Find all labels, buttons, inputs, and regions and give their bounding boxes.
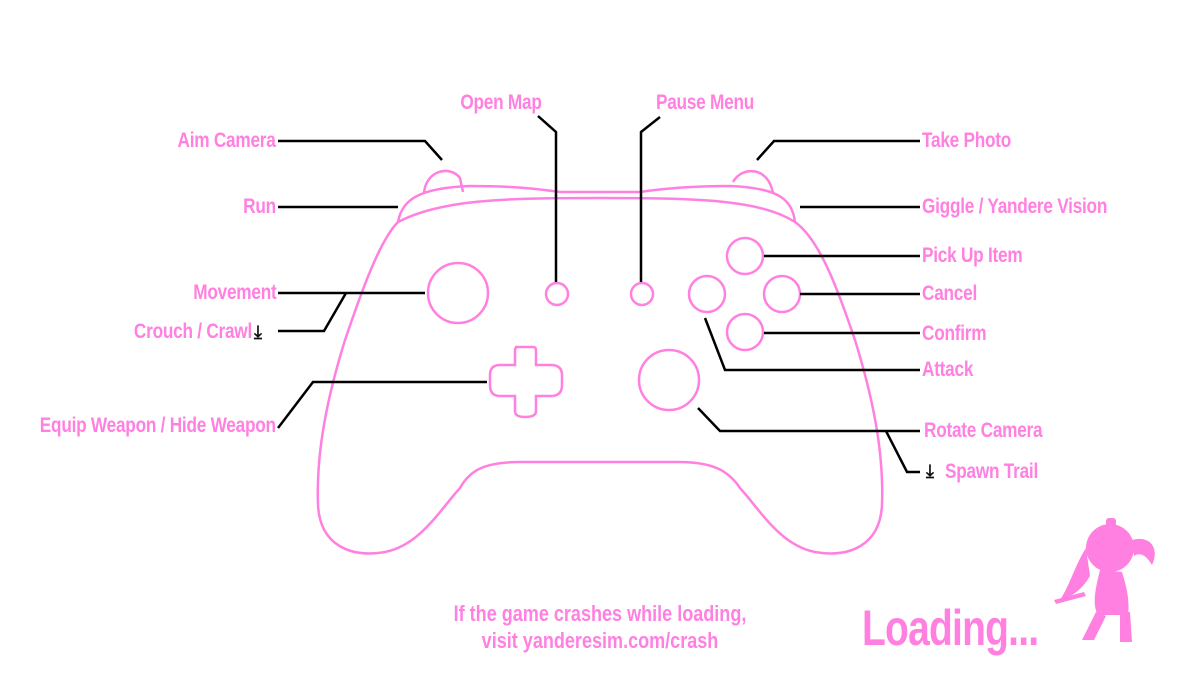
label-equip-weapon: Equip Weapon / Hide Weapon — [40, 414, 276, 437]
leader-rotate-camera — [697, 407, 920, 433]
right-stick — [637, 348, 701, 412]
leader-crouch — [278, 292, 348, 333]
label-open-map: Open Map — [460, 91, 542, 114]
dpad — [488, 345, 564, 419]
a-button — [725, 312, 765, 352]
view-button — [544, 281, 570, 307]
left-bumper — [422, 169, 465, 194]
girl-silhouette-icon — [1054, 518, 1155, 642]
crash-line-1: If the game crashes while loading, — [453, 601, 747, 626]
controller-body — [316, 196, 884, 555]
crash-line-2: visit yanderesim.com/crash — [481, 628, 719, 653]
b-button — [762, 274, 802, 314]
label-aim-camera: Aim Camera — [177, 129, 276, 152]
left-stick — [426, 261, 490, 325]
label-cancel: Cancel — [922, 282, 978, 305]
leader-attack — [703, 317, 920, 372]
label-confirm: Confirm — [922, 322, 987, 345]
leader-spawn-trail — [884, 430, 920, 474]
right-trigger — [639, 184, 797, 223]
label-crouch-crawl: Crouch / Crawl — [133, 320, 252, 343]
right-bumper — [731, 169, 775, 194]
left-trigger — [396, 184, 561, 223]
label-attack: Attack — [922, 358, 974, 381]
leader-take-photo — [756, 139, 920, 161]
label-rotate-camera: Rotate Camera — [924, 419, 1043, 442]
label-movement: Movement — [192, 281, 276, 304]
leader-open-map — [537, 115, 558, 282]
label-take-photo: Take Photo — [922, 129, 1012, 152]
leader-pause-menu — [639, 116, 661, 282]
label-run: Run — [243, 195, 276, 218]
menu-button — [629, 281, 655, 307]
crash-help-text: If the game crashes while loading, visit… — [436, 600, 764, 654]
leader-aim-camera — [278, 139, 443, 161]
label-spawn-trail: Spawn Trail — [945, 460, 1038, 483]
loading-indicator: Loading... — [862, 600, 1039, 656]
y-button — [725, 236, 765, 276]
label-pause-menu: Pause Menu — [655, 91, 755, 114]
label-pick-up-item: Pick Up Item — [922, 244, 1023, 267]
leader-equip — [277, 380, 487, 429]
press-down-icon: ⤓ — [926, 461, 934, 482]
label-giggle: Giggle / Yandere Vision — [922, 195, 1108, 218]
x-button — [687, 274, 727, 314]
press-down-icon: ⤓ — [254, 322, 262, 343]
